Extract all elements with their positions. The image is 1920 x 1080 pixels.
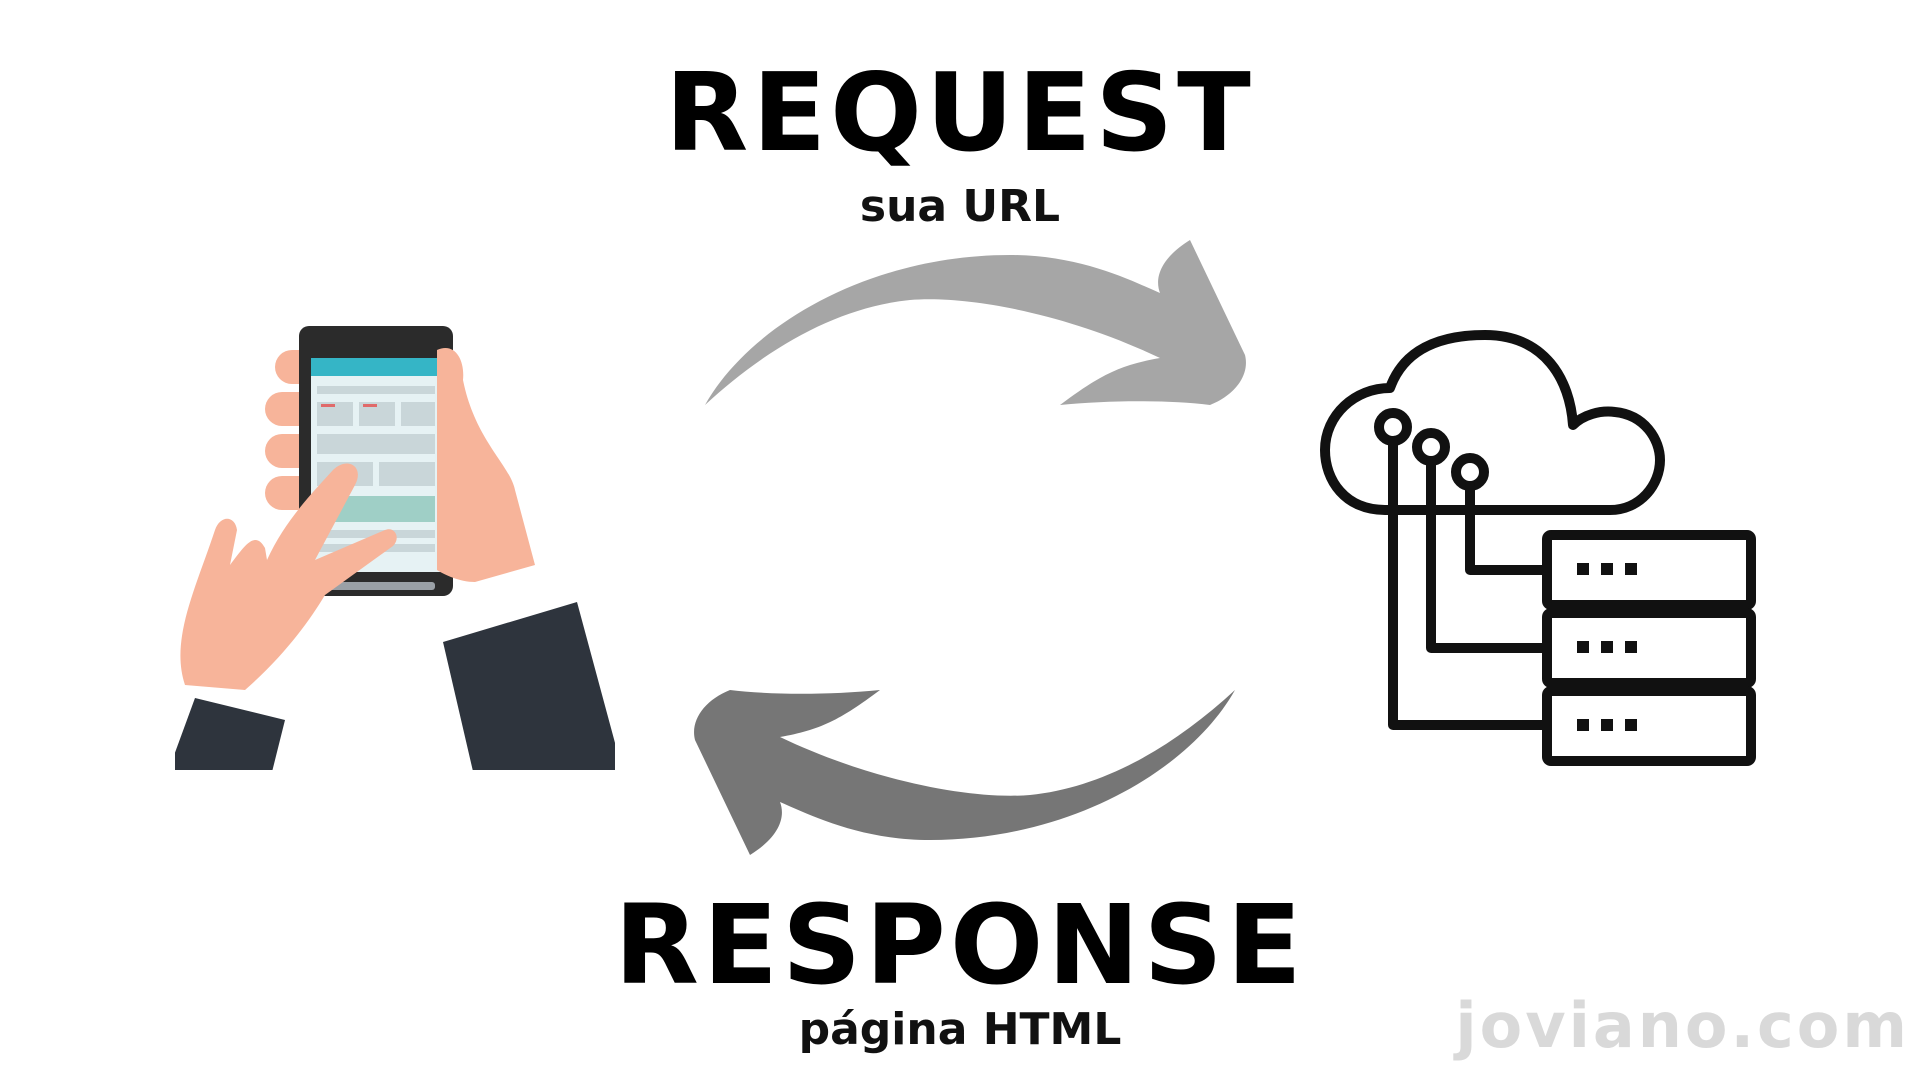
response-title: RESPONSE [614, 881, 1306, 1009]
left-sleeve [175, 698, 285, 770]
cloud-server-icon [1320, 330, 1756, 766]
server-rack-1 [1542, 530, 1756, 610]
server-rack-2 [1542, 608, 1756, 688]
phone-in-hands-icon [175, 326, 615, 770]
request-subtitle: sua URL [859, 181, 1061, 232]
response-arrow-shape [694, 690, 1235, 855]
pointing-hand [180, 463, 397, 690]
right-hand [437, 348, 535, 582]
cloud-outline [1320, 330, 1665, 515]
server-rack-3 [1542, 686, 1756, 766]
response-arrow-icon [694, 690, 1235, 855]
request-title: REQUEST [665, 51, 1255, 176]
brand-watermark: joviano.com [1455, 989, 1910, 1062]
response-subtitle: página HTML [798, 1004, 1122, 1055]
request-arrow-shape [705, 240, 1246, 405]
right-sleeve [443, 602, 615, 770]
request-arrow-icon [705, 240, 1246, 405]
